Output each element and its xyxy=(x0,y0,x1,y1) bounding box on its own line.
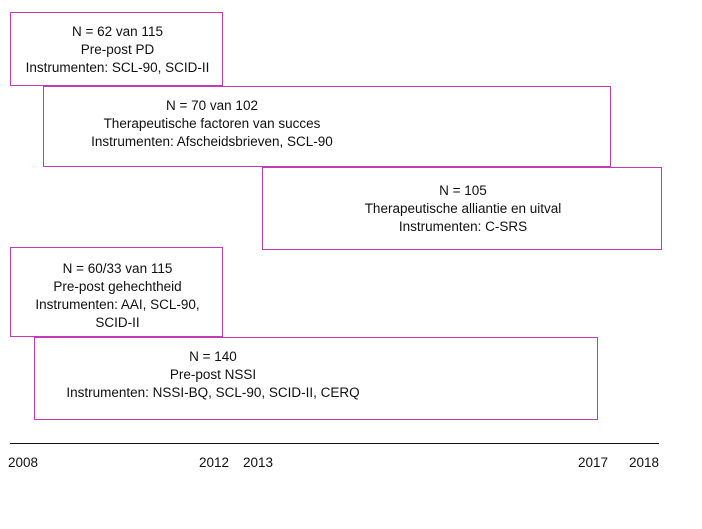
year-label-2018: 2018 xyxy=(629,455,660,470)
year-label-2012: 2012 xyxy=(199,455,230,470)
study-sample-size: N = 140 xyxy=(189,349,237,364)
study-box-pre-post-nssi: N = 140 Pre-post NSSI Instrumenten: NSSI… xyxy=(34,337,598,420)
study-instruments: Instrumenten: AAI, SCL-90, xyxy=(35,297,200,312)
study-title: Therapeutische alliantie en uitval xyxy=(364,201,562,216)
study-title: Pre-post PD xyxy=(80,42,155,57)
year-label-2013: 2013 xyxy=(243,455,274,470)
study-instruments: Instrumenten: C-SRS xyxy=(398,219,528,234)
study-sample-size: N = 62 van 115 xyxy=(72,24,163,39)
study-instruments: Instrumenten: NSSI-BQ, SCL-90, SCID-II, … xyxy=(66,385,360,400)
study-instruments: Instrumenten: Afscheidsbrieven, SCL-90 xyxy=(91,134,333,149)
study-box-therapeutische-alliantie: N = 105 Therapeutische alliantie en uitv… xyxy=(262,167,662,250)
study-sample-size: N = 105 xyxy=(439,183,487,198)
study-title: Pre-post gehechtheid xyxy=(53,279,182,294)
study-title: Therapeutische factoren van succes xyxy=(103,116,321,131)
year-label-2008: 2008 xyxy=(8,455,39,470)
year-label-2017: 2017 xyxy=(578,455,609,470)
study-instruments-continued: SCID-II xyxy=(95,315,140,330)
study-instruments: Instrumenten: SCL-90, SCID-II xyxy=(25,60,210,75)
study-sample-size: N = 70 van 102 xyxy=(166,98,258,113)
study-box-pre-post-pd: N = 62 van 115 Pre-post PD Instrumenten:… xyxy=(10,12,223,86)
study-sample-size: N = 60/33 van 115 xyxy=(62,261,173,276)
study-box-therapeutische-factoren: N = 70 van 102 Therapeutische factoren v… xyxy=(43,86,611,167)
study-box-pre-post-gehechtheid: N = 60/33 van 115 Pre-post gehechtheid I… xyxy=(10,247,223,337)
timeline-axis xyxy=(10,443,659,444)
study-title: Pre-post NSSI xyxy=(169,367,257,382)
